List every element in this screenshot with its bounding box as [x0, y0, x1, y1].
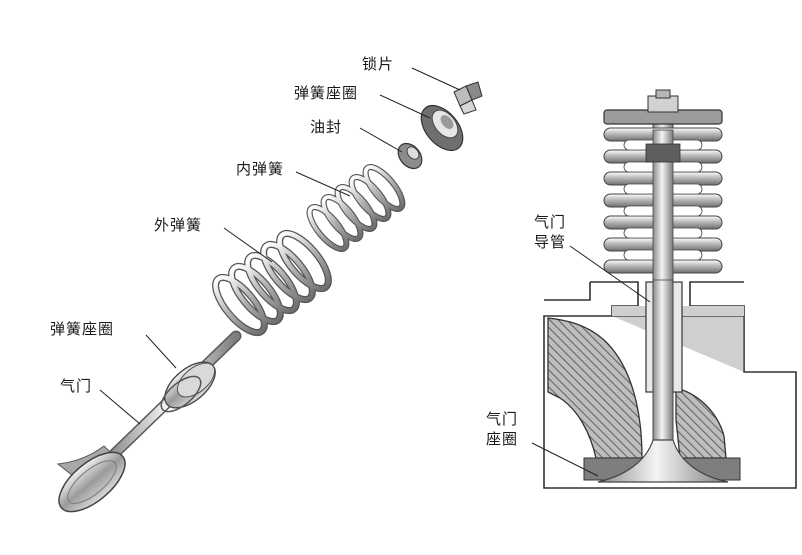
label-oil-seal: 油封	[310, 118, 343, 136]
exploded-view	[56, 67, 483, 513]
label-valve-seat-line1: 气门	[486, 410, 519, 428]
section-view	[531, 89, 797, 489]
label-valve-guide-line1: 气门	[534, 213, 567, 231]
lock-piece-part	[453, 81, 483, 115]
inner-spring-part	[306, 164, 406, 252]
upper-spring-seat-part	[420, 104, 464, 152]
oil-seal-part	[397, 142, 423, 170]
label-upper-spring-seat: 弹簧座圈	[294, 84, 359, 102]
outer-spring-part	[212, 229, 332, 337]
label-lower-spring-seat: 弹簧座圈	[50, 320, 115, 338]
lower-spring-seat-part	[160, 361, 216, 413]
label-valve-seat-line2: 座圈	[486, 430, 519, 448]
label-valve-guide-line2: 导管	[534, 233, 567, 251]
label-valve: 气门	[60, 377, 93, 395]
label-inner-spring: 内弹簧	[236, 160, 285, 178]
label-outer-spring: 外弹簧	[154, 216, 203, 234]
section-spring	[603, 127, 723, 281]
label-lock-piece: 锁片	[362, 55, 395, 73]
section-leaders	[531, 245, 651, 477]
exploded-leaders	[99, 67, 461, 425]
